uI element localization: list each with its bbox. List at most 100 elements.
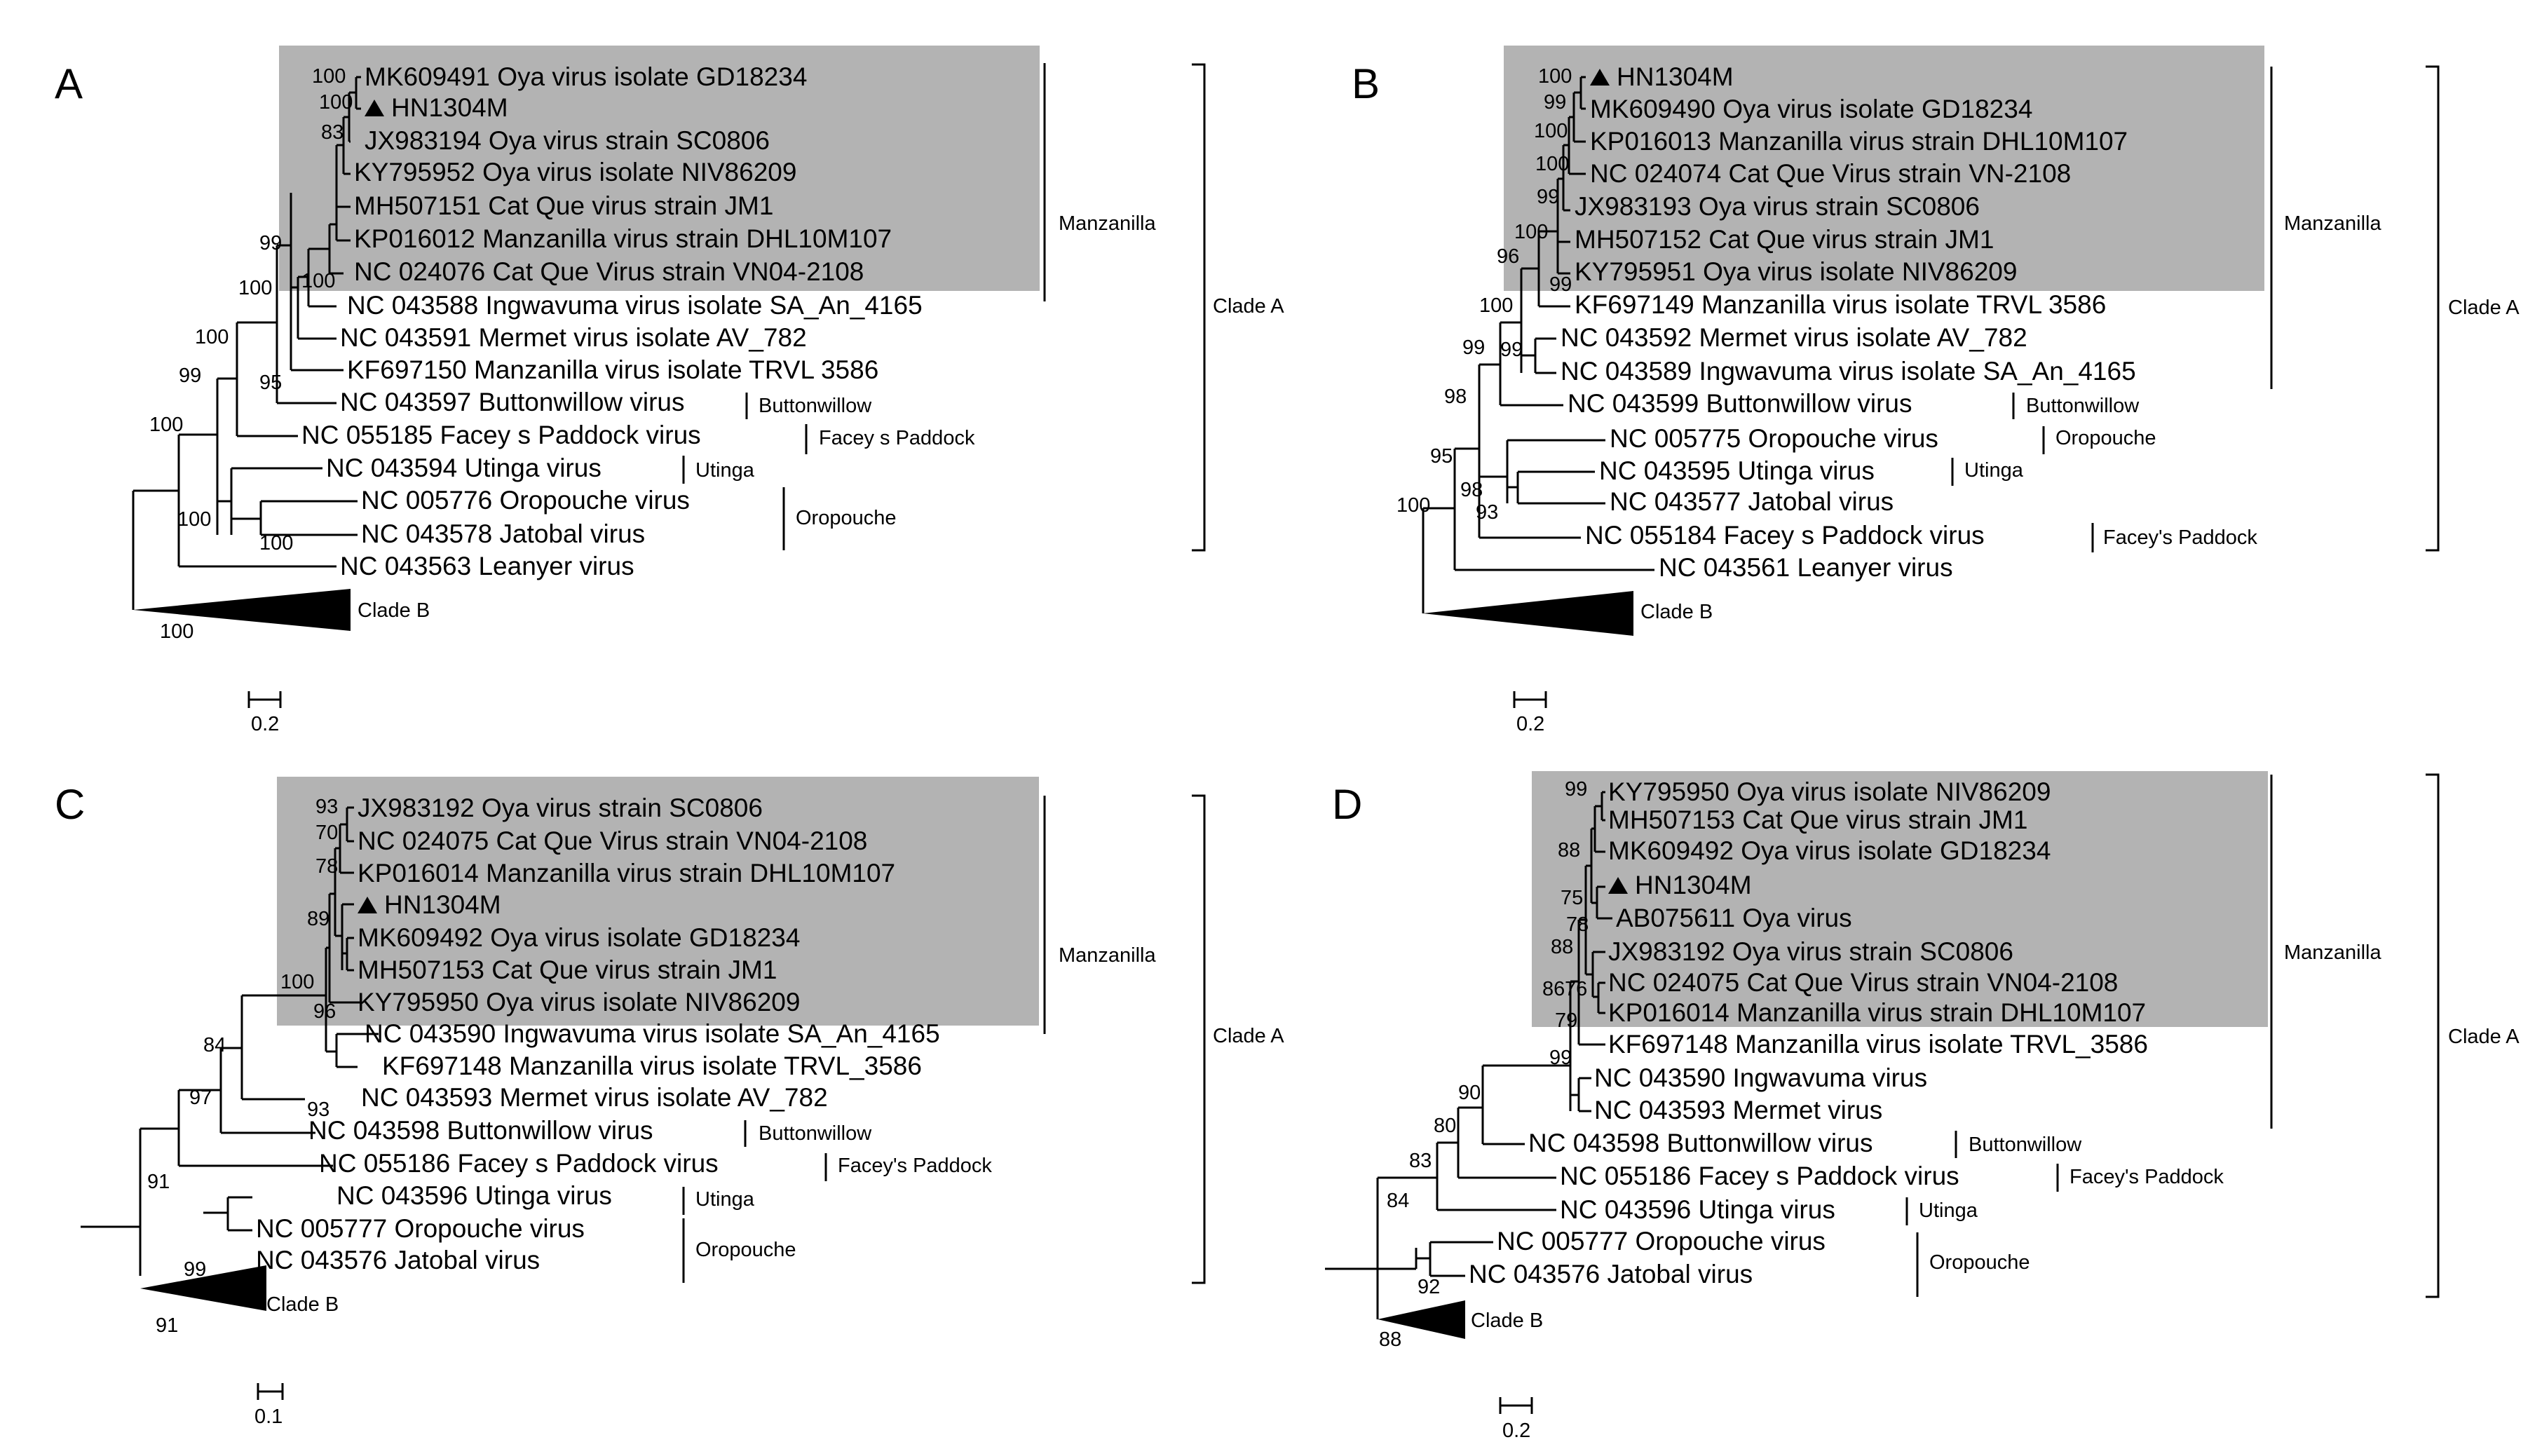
tree-branches (132, 76, 361, 610)
panel-c: C JX983192 Oya virus str (55, 777, 1284, 1428)
bootstrap-value: 83 (321, 121, 344, 144)
bootstrap-value: 84 (203, 1034, 226, 1056)
taxon-label: NC 043594 Utinga virus (326, 454, 601, 482)
clade-a-label: Clade A (1213, 295, 1284, 318)
clade-brackets: Manzanilla Buttonwillow Oropouche Utinga… (1640, 65, 2520, 623)
taxon-label: NC 043563 Leanyer virus (340, 552, 634, 580)
clade-brackets: Manzanilla Buttonwillow Facey's Paddock … (1471, 773, 2520, 1332)
taxon-label: NC 043591 Mermet virus isolate AV_782 (340, 323, 807, 352)
panel-letter: C (55, 781, 85, 828)
group-label: Oropouche (796, 507, 897, 529)
clade-b-triangle (133, 589, 351, 631)
taxon-label: NC 043595 Utinga virus (1599, 456, 1875, 485)
bootstrap-value: 99 (1537, 186, 1559, 208)
clade-b-triangle (1423, 591, 1633, 636)
bootstrap-value: 86 (1542, 978, 1565, 1000)
taxon-label: NC 005776 Oropouche virus (361, 486, 690, 515)
bootstrap-value: 99 (1549, 1047, 1572, 1069)
bootstrap-values: 93 70 78 89 100 96 84 97 93 91 99 91 (147, 796, 338, 1337)
group-label: Utinga (1964, 459, 2024, 482)
scale-label: 0.2 (251, 713, 279, 735)
scale-label: 0.1 (254, 1406, 283, 1428)
bootstrap-value: 100 (1538, 65, 1572, 88)
bootstrap-values: 99 88 75 78 88 86 76 79 99 90 80 83 84 9… (1379, 778, 1589, 1351)
taxon-label: MK609491 Oya virus isolate GD18234 (365, 62, 807, 91)
bootstrap-value: 100 (1514, 221, 1548, 243)
taxon-label: JX983192 Oya virus strain SC0806 (358, 794, 763, 822)
taxon-label: NC 043561 Leanyer virus (1659, 553, 1953, 582)
bootstrap-value: 99 (179, 365, 201, 387)
taxon-label: NC 005777 Oropouche virus (1497, 1227, 1826, 1256)
bootstrap-value: 99 (1565, 778, 1587, 801)
panel-a: A (55, 46, 1284, 735)
bootstrap-value: 78 (315, 855, 338, 878)
taxon-label: NC 043598 Buttonwillow virus (308, 1116, 653, 1145)
bootstrap-value: 89 (307, 908, 329, 930)
bootstrap-value: 91 (147, 1171, 170, 1193)
panel-b: B HN1304M MK609490 Oya (1352, 46, 2520, 735)
group-label: Buttonwillow (759, 1122, 872, 1145)
bootstrap-value: 91 (156, 1314, 178, 1337)
taxon-labels: MK609491 Oya virus isolate GD18234 HN130… (301, 62, 923, 580)
bootstrap-value: 84 (1387, 1190, 1409, 1212)
group-label: Buttonwillow (1969, 1134, 2082, 1156)
group-label-manzanilla: Manzanilla (2284, 941, 2381, 964)
scale-bar: 0.2 (1513, 691, 1547, 735)
manzanilla-highlight (277, 777, 1039, 1026)
taxon-labels: JX983192 Oya virus strain SC0806 NC 0240… (256, 794, 940, 1274)
taxon-label: NC 043593 Mermet virus isolate AV_782 (361, 1083, 828, 1112)
bootstrap-value: 93 (307, 1098, 329, 1121)
bootstrap-value: 93 (1476, 501, 1498, 524)
triangle-marker-icon (358, 897, 377, 913)
bootstrap-value: 96 (1497, 245, 1519, 268)
group-label: Buttonwillow (2026, 395, 2140, 417)
taxon-label: MK609492 Oya virus isolate GD18234 (358, 923, 800, 952)
bootstrap-value: 93 (315, 796, 338, 818)
taxon-label: NC 043590 Ingwavuma virus isolate SA_An_… (365, 1019, 940, 1048)
taxon-label: NC 043597 Buttonwillow virus (340, 388, 685, 416)
taxon-label: NC 043589 Ingwavuma virus isolate SA_An_… (1561, 357, 2136, 386)
taxon-label: NC 005775 Oropouche virus (1610, 424, 1938, 453)
taxon-labels: HN1304M MK609490 Oya virus isolate GD182… (1561, 62, 2136, 582)
bootstrap-value: 96 (313, 1000, 336, 1023)
bootstrap-value: 99 (259, 232, 282, 254)
scale-bar: 0.1 (254, 1383, 284, 1428)
group-label: Oropouche (695, 1239, 796, 1261)
group-label: Utinga (695, 1188, 755, 1211)
taxon-label: HN1304M (1635, 871, 1752, 899)
taxon-label: JX983193 Oya virus strain SC0806 (1575, 192, 1980, 221)
bootstrap-value: 79 (1555, 1009, 1577, 1032)
bootstrap-value: 83 (1409, 1150, 1432, 1172)
taxon-label: HN1304M (391, 93, 508, 122)
bootstrap-value: 76 (1565, 978, 1587, 1000)
bootstrap-value: 100 (1396, 494, 1430, 517)
bootstrap-value: 99 (1500, 339, 1523, 361)
tree-branches (1325, 791, 1612, 1319)
manzanilla-highlight (1504, 46, 2264, 291)
taxon-label: MH507153 Cat Que virus strain JM1 (358, 955, 777, 984)
group-label: Facey's Paddock (2103, 526, 2257, 549)
scale-label: 0.2 (1502, 1420, 1530, 1442)
taxon-label: NC 043576 Jatobal virus (256, 1246, 540, 1274)
taxon-label: AB075611 Oya virus (1616, 904, 1852, 932)
group-label: Oropouche (2055, 427, 2156, 449)
bootstrap-value: 100 (238, 277, 272, 299)
taxon-label: KY795952 Oya virus isolate NIV86209 (354, 158, 796, 186)
bootstrap-value: 100 (301, 270, 335, 292)
taxon-label: JX983192 Oya virus strain SC0806 (1608, 937, 2013, 966)
tree-branches (81, 806, 379, 1276)
clade-a-label: Clade A (1213, 1025, 1284, 1047)
bootstrap-value: 99 (1549, 273, 1572, 296)
bootstrap-value: 100 (1534, 120, 1568, 142)
bootstrap-value: 100 (177, 508, 211, 531)
group-label-manzanilla: Manzanilla (1059, 944, 1156, 967)
bootstrap-value: 98 (1460, 479, 1483, 501)
taxon-label: KP016014 Manzanilla virus strain DHL10M1… (1608, 998, 2146, 1027)
taxon-label: KF697149 Manzanilla virus isolate TRVL 3… (1575, 290, 2106, 319)
panel-letter: D (1332, 781, 1362, 828)
taxon-label: KF697150 Manzanilla virus isolate TRVL 3… (347, 355, 878, 384)
bootstrap-value: 80 (1434, 1115, 1456, 1137)
triangle-marker-icon (1608, 877, 1628, 894)
bootstrap-value: 90 (1458, 1082, 1481, 1104)
